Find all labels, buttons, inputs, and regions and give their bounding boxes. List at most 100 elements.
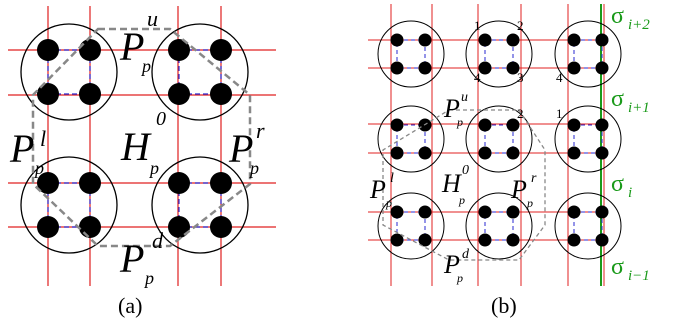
inner-dash	[484, 39, 514, 69]
svg-text:P: P	[443, 94, 460, 123]
inner-dash	[396, 39, 426, 69]
svg-text:u: u	[147, 6, 158, 31]
sigma-label-i-plus-1: σ i+1	[611, 86, 650, 116]
corner-number: 3	[517, 70, 524, 85]
corner-number: 1	[556, 106, 563, 121]
site-dot	[390, 61, 404, 75]
panel-b-label-pr: P r p	[510, 171, 537, 210]
sigma-label-i-plus-2: σ i+2	[611, 3, 650, 33]
site-dot	[567, 118, 581, 132]
panel-a-label-pu: P u p	[119, 6, 158, 76]
svg-text:p: p	[140, 56, 151, 76]
panel-a	[8, 6, 276, 286]
inner-dash	[573, 39, 603, 69]
svg-text:p: p	[456, 271, 463, 285]
svg-text:P: P	[9, 126, 34, 171]
corner-number: 4	[474, 70, 481, 85]
site-dot	[37, 172, 59, 194]
site-dot	[390, 233, 404, 247]
svg-text:P: P	[228, 126, 253, 171]
svg-text:p: p	[385, 196, 392, 210]
group-circle	[377, 192, 445, 260]
panel-a-label-pr: P r p	[228, 118, 265, 178]
svg-text:r: r	[531, 171, 537, 186]
site-dot	[567, 61, 581, 75]
svg-text:P: P	[369, 175, 386, 204]
site-dot	[210, 83, 232, 105]
svg-text:i−1: i−1	[628, 268, 650, 284]
site-dot	[506, 118, 520, 132]
svg-text:P: P	[443, 250, 460, 279]
svg-text:p: p	[456, 115, 463, 129]
svg-text:p: p	[33, 158, 44, 178]
group-circle	[465, 105, 533, 173]
panel-b-label-pl: P l p	[369, 171, 394, 210]
svg-text:i: i	[628, 185, 632, 201]
corner-number: 2	[517, 18, 524, 33]
site-dot	[506, 146, 520, 160]
site-dot	[168, 216, 190, 238]
site-dot	[418, 61, 432, 75]
corner-number: 1	[474, 18, 481, 33]
sigma-label-i-minus-1: σ i−1	[611, 254, 650, 284]
svg-text:0: 0	[156, 108, 166, 130]
site-dot	[390, 118, 404, 132]
panel-b-caption: (b)	[491, 293, 517, 318]
site-dot	[595, 118, 609, 132]
site-dot	[418, 33, 432, 47]
group-circle	[151, 23, 249, 121]
panel-a-label-pl: P l p	[9, 126, 46, 178]
site-dot	[595, 233, 609, 247]
site-dot	[478, 118, 492, 132]
svg-text:P: P	[119, 236, 144, 281]
site-dot	[506, 233, 520, 247]
group-circle	[151, 156, 249, 254]
site-dot	[390, 33, 404, 47]
site-dot	[390, 205, 404, 219]
site-dot	[506, 61, 520, 75]
plaquette-outline	[31, 27, 252, 248]
svg-text:i+1: i+1	[628, 100, 650, 116]
site-dot	[595, 205, 609, 219]
svg-text:P: P	[119, 24, 144, 69]
site-dot	[567, 205, 581, 219]
group-circle	[377, 20, 445, 88]
site-dot	[418, 205, 432, 219]
site-dot	[168, 172, 190, 194]
site-dot	[478, 205, 492, 219]
site-dot	[79, 83, 101, 105]
inner-dash	[396, 211, 426, 241]
group-circle	[554, 192, 622, 260]
panel-a-caption: (a)	[118, 293, 142, 318]
svg-text:r: r	[256, 118, 265, 143]
svg-text:p: p	[148, 158, 159, 178]
svg-text:l: l	[390, 171, 394, 186]
group-circle	[465, 20, 533, 88]
site-dot	[37, 39, 59, 61]
site-dot	[567, 33, 581, 47]
svg-text:σ: σ	[611, 86, 624, 112]
svg-text:u: u	[461, 90, 468, 105]
panel-b-label-h0: H 0 p	[441, 163, 469, 207]
site-dot	[79, 39, 101, 61]
group-circle	[554, 105, 622, 173]
panel-a-label-h0: H 0 p	[120, 108, 166, 178]
site-dot	[595, 146, 609, 160]
svg-text:σ: σ	[611, 254, 624, 280]
site-dot	[418, 233, 432, 247]
panel-b-label-pd: P d p	[443, 247, 470, 285]
svg-text:H: H	[120, 124, 152, 169]
svg-text:0: 0	[462, 163, 469, 178]
site-dot	[478, 33, 492, 47]
site-dot	[168, 83, 190, 105]
group-circle	[465, 192, 533, 260]
inner-dash	[573, 124, 603, 154]
site-dot	[506, 205, 520, 219]
site-dot	[210, 172, 232, 194]
site-dot	[37, 216, 59, 238]
svg-text:σ: σ	[611, 3, 624, 29]
site-dot	[595, 61, 609, 75]
group-circle	[20, 23, 118, 121]
site-dot	[210, 39, 232, 61]
